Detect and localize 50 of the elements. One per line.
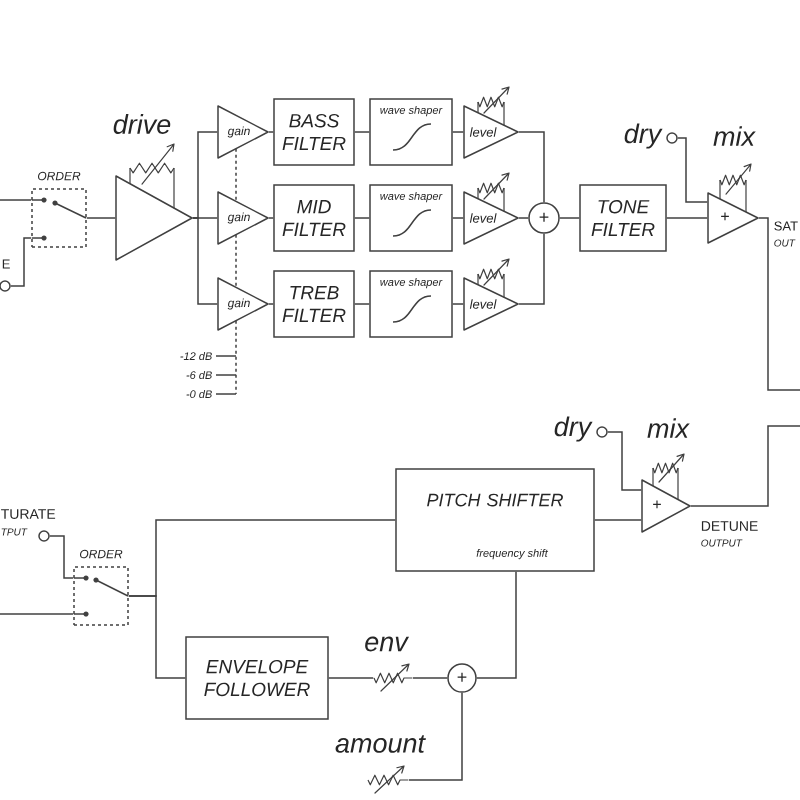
knob-label: drive [113,114,171,134]
signal-line [268,217,274,219]
signal-line [192,217,218,305]
process-box: TONE FILTER [579,184,667,252]
signal-line [192,131,218,219]
signal-line [559,217,580,219]
signal-line [690,425,800,507]
signal-line [452,217,464,219]
signal-line [607,431,642,491]
dashed-line [235,233,237,289]
signal-line [354,131,370,133]
knob-label: env [365,636,410,652]
dashed-line [235,319,237,395]
signal-line [0,199,32,201]
process-box: BASS FILTER [273,98,355,166]
signal-line [408,692,463,781]
signal-line [268,303,274,305]
signal-line [268,131,274,133]
process-box: ENVELOPE FOLLOWER [185,636,329,720]
signal-line [518,131,545,203]
signal-line [677,137,708,203]
signal-line [518,233,545,305]
signal-line [666,217,708,219]
signal-line [128,595,186,679]
amplifier-triangle: + [641,479,691,533]
signal-line [452,131,464,133]
signal-line [476,571,517,679]
jack-label: dry [624,123,663,149]
process-box: MID FILTER [273,184,355,252]
signal-line [412,677,448,679]
signal-line [86,217,116,219]
signal-line [594,519,642,521]
dashed-line [235,147,237,203]
signal-line [758,217,800,391]
signal-line [354,217,370,219]
summing-junction: + [447,663,477,693]
knob-label: amount [335,735,426,753]
signal-line [49,535,74,579]
knob-label: mix [647,418,690,438]
signal-line [10,237,32,287]
signal-line [518,217,529,219]
signal-line [0,613,74,615]
signal-line [354,303,370,305]
signal-line [452,303,464,305]
summing-junction: + [528,202,560,234]
amplifier-triangle: + [707,192,759,244]
signal-line [328,677,374,679]
jack-label: dry [554,416,593,442]
knob-label: mix [713,126,756,146]
process-box: TREB FILTER [273,270,355,338]
